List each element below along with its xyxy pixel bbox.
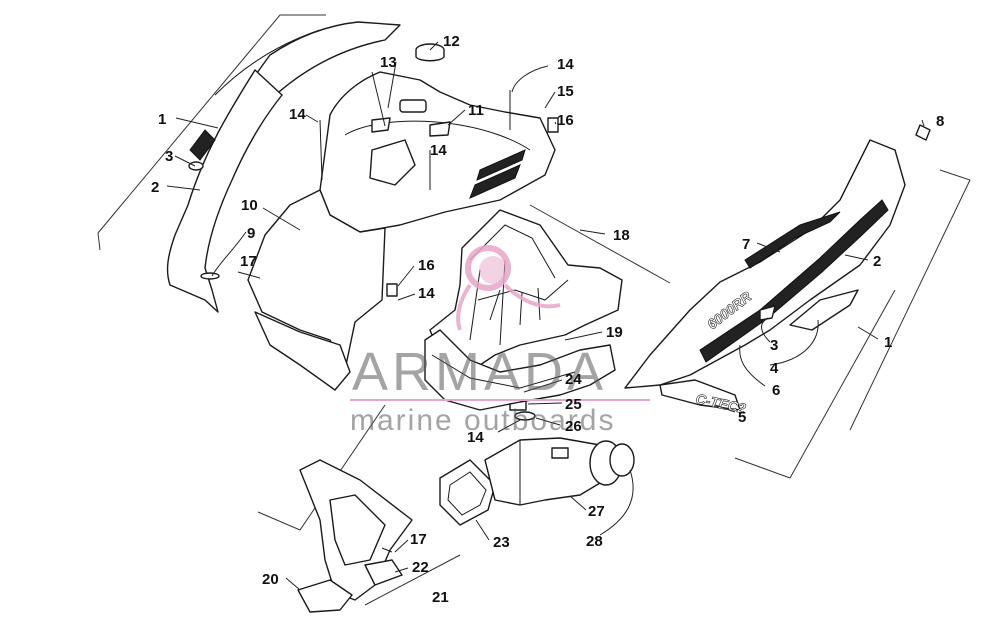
air-duct [439, 437, 635, 526]
grommet-left [200, 272, 220, 280]
fasteners [237, 90, 931, 421]
hood-slot [399, 99, 427, 113]
callout-21: 21 [432, 589, 449, 606]
callout-8: 8 [936, 113, 944, 130]
callout-20: 20 [262, 571, 279, 588]
hood-opening [369, 139, 416, 186]
callout-15: 15 [557, 83, 574, 100]
screw-17-left [237, 271, 261, 279]
frame-left-hood-tick [97, 232, 101, 251]
lower-bezel [297, 459, 413, 613]
watermark: ARMADA marine outboards [350, 245, 650, 437]
callout-23: 23 [493, 534, 510, 551]
frame-right-panel-top [849, 169, 971, 431]
reflector-22 [364, 559, 403, 586]
watermark-logo [456, 245, 561, 331]
panel-stripe-upper [744, 211, 841, 269]
left-side-panel [166, 21, 401, 313]
lower-trim-5 [659, 379, 741, 411]
bezel-opening [329, 494, 386, 566]
callout-14-center: 14 [430, 142, 447, 159]
hood-chin [254, 311, 351, 391]
leader-lines [166, 41, 925, 591]
callout-7: 7 [742, 236, 750, 253]
callout-16-top: 16 [557, 112, 574, 129]
filler-cap [415, 43, 445, 62]
duct-clip [551, 447, 569, 459]
callout-14-left: 14 [289, 106, 306, 123]
gasket-23 [439, 459, 496, 526]
vent-slot-left [189, 129, 216, 161]
callout-18: 18 [613, 227, 630, 244]
callout-4: 4 [770, 360, 779, 377]
callout-16-mid: 16 [418, 257, 435, 274]
frame-airbox [529, 204, 671, 284]
callout-3-right: 3 [770, 337, 778, 354]
center-hood [247, 71, 556, 391]
callout-24: 24 [565, 371, 582, 388]
callout-17-top: 17 [240, 253, 257, 270]
watermark-subtitle: marine outboards [350, 404, 615, 437]
callout-14-mid: 14 [418, 285, 435, 302]
callout-25: 25 [565, 396, 582, 413]
callout-1-right: 1 [884, 334, 892, 351]
bracket-20 [297, 579, 353, 613]
frame-right-panel-bottom [734, 289, 896, 479]
callout-9: 9 [247, 225, 255, 242]
callout-13: 13 [380, 54, 397, 71]
callout-2-right: 2 [873, 253, 881, 270]
callout-1-left: 1 [158, 111, 166, 128]
frame-lower-bottom [364, 554, 461, 606]
callout-17-low: 17 [410, 531, 427, 548]
screw-17-low [381, 547, 393, 553]
callout-28: 28 [586, 533, 603, 550]
grommet-26 [514, 411, 536, 421]
callout-12: 12 [443, 33, 460, 50]
callout-26: 26 [565, 418, 582, 435]
panel-decal-4 [789, 289, 859, 331]
callout-14-top: 14 [557, 56, 574, 73]
clamp-28 [609, 443, 635, 477]
callout-14-low: 14 [467, 429, 484, 446]
callout-labels: 1 1 2 2 3 3 4 5 6 7 8 9 10 11 12 13 14 1… [151, 33, 944, 606]
callout-19: 19 [606, 324, 623, 341]
callout-3-left: 3 [165, 148, 173, 165]
hood-vent-2 [476, 149, 526, 181]
panel-stripe [699, 199, 889, 363]
duct-27 [484, 437, 606, 506]
lower-tray [424, 329, 616, 411]
frame-left-hood [97, 14, 326, 234]
clip-16-top [547, 117, 559, 133]
frame-lower-left [257, 404, 386, 531]
callout-5: 5 [738, 409, 746, 426]
callout-2-left: 2 [151, 179, 159, 196]
panel-clip-3 [759, 305, 776, 321]
callout-22: 22 [412, 559, 429, 576]
clip-16-mid [386, 283, 398, 297]
group-frames [97, 14, 971, 606]
hood-vent-1 [469, 164, 521, 199]
watermark-title: ARMADA [352, 342, 607, 402]
screw-14-left [319, 119, 323, 181]
callout-6: 6 [772, 382, 780, 399]
callout-10: 10 [241, 197, 258, 214]
right-side-panel: 6000RR C-TEC2 [624, 139, 906, 417]
screw-8 [915, 124, 931, 141]
callout-11: 11 [468, 102, 484, 119]
callout-27: 27 [588, 503, 605, 520]
clip-left [188, 161, 204, 171]
